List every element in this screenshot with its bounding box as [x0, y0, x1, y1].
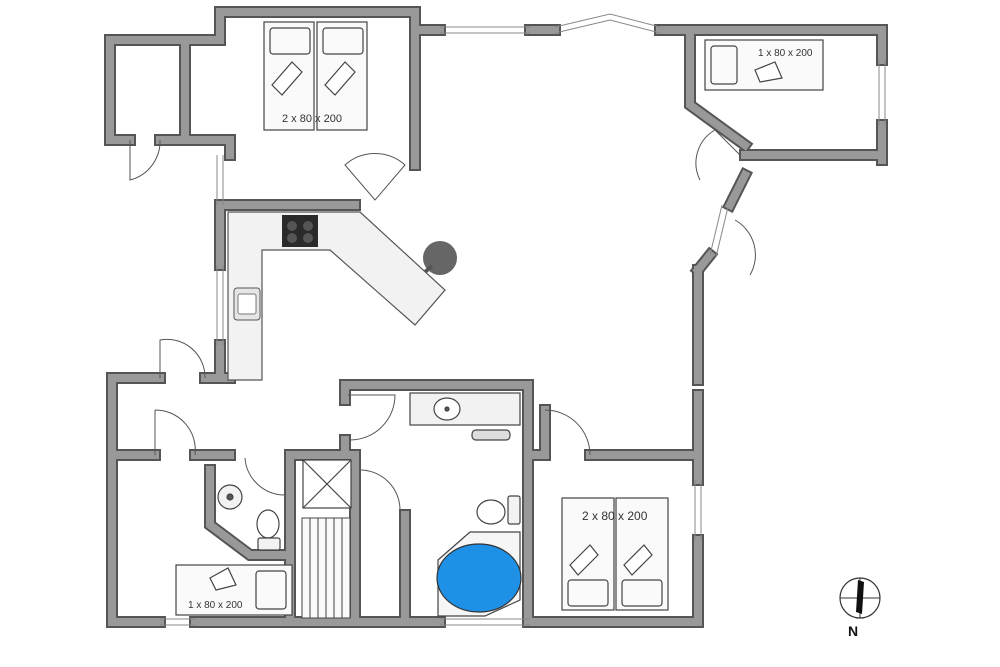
- stairs: [301, 517, 351, 619]
- bed-bottom-left-label: 1 x 80 x 200: [188, 600, 243, 611]
- shower: [302, 459, 352, 509]
- doors: [129, 129, 756, 511]
- hob: [282, 215, 318, 247]
- bed-top-label: 2 x 80 x 200: [282, 113, 342, 125]
- compass: N: [839, 577, 881, 639]
- wc-fixtures: [217, 484, 281, 551]
- bed-right-top: [704, 39, 824, 91]
- bed-bottom-right: [561, 497, 669, 611]
- bed-right-top-label: 1 x 80 x 200: [758, 48, 813, 59]
- compass-north-label: N: [848, 623, 858, 639]
- bed-bottom-right-label: 2 x 80 x 200: [582, 509, 648, 523]
- bed-top: [263, 21, 368, 131]
- bed-bottom-left: [175, 564, 293, 616]
- bathtub: [436, 543, 522, 613]
- bathroom-fixtures: [409, 392, 522, 617]
- kitchen-counter: [227, 211, 457, 381]
- wall-lines: [104, 6, 888, 628]
- windows: [160, 13, 886, 626]
